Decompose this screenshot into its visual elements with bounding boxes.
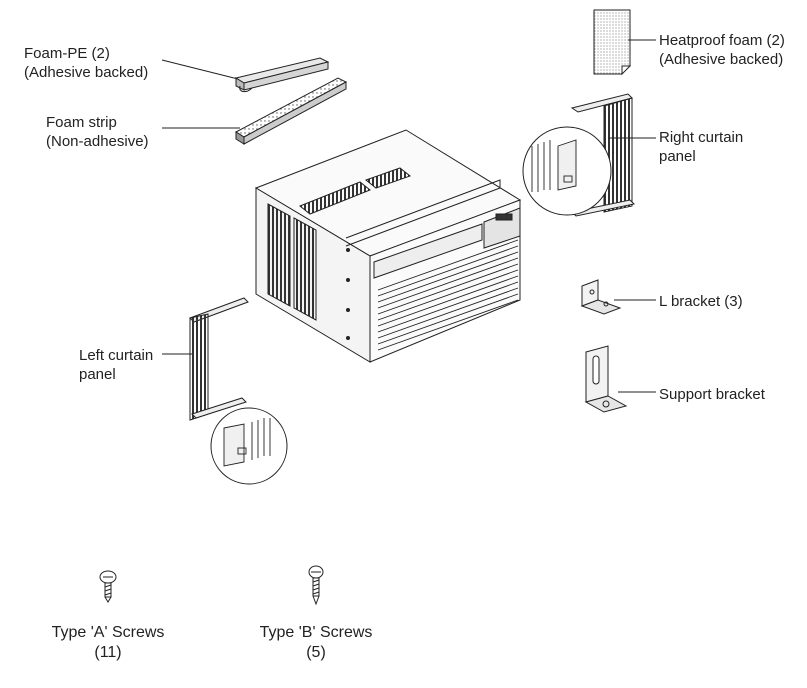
left-curtain-label-line1: Left curtain (79, 347, 154, 364)
right-curtain-label-line2: panel (659, 148, 696, 165)
foam-pe-label-line1: Foam-PE (2) (24, 45, 110, 62)
screw-a-label-line1: Type 'A' Screws (51, 624, 165, 641)
screw-a-label-line2: (11) (94, 644, 122, 661)
screw-b-label-line1: Type 'B' Screws (259, 624, 373, 641)
screw-a-label: Type 'A' Screws (11) (28, 623, 188, 663)
right-curtain-label: Right curtain panel (659, 128, 743, 166)
heatproof-foam-label: Heatproof foam (2) (Adhesive backed) (659, 31, 785, 69)
right-curtain-panel-illustration (522, 93, 636, 217)
support-bracket-label: Support bracket (659, 386, 765, 403)
foam-strip-illustration (234, 77, 348, 145)
heatproof-foam-label-line2: (Adhesive backed) (659, 51, 784, 68)
screw-b-label-line2: (5) (306, 644, 326, 661)
screw-b-label: Type 'B' Screws (5) (236, 623, 396, 663)
foam-pe-illustration (234, 57, 330, 93)
l-bracket-illustration (580, 279, 622, 315)
support-bracket-illustration (584, 345, 628, 413)
left-curtain-panel-illustration (189, 297, 288, 485)
left-curtain-label: Left curtain panel (79, 346, 153, 384)
left-curtain-label-line2: panel (79, 366, 116, 383)
foam-strip-label: Foam strip (Non-adhesive) (46, 113, 149, 151)
foam-pe-label-line2: (Adhesive backed) (24, 64, 149, 81)
screw-a-icon (99, 570, 117, 603)
air-conditioner-illustration (254, 129, 522, 363)
heatproof-foam-illustration (593, 9, 632, 76)
foam-strip-label-line1: Foam strip (46, 114, 117, 131)
right-curtain-label-line1: Right curtain (659, 129, 744, 146)
l-bracket-label: L bracket (3) (659, 293, 743, 310)
foam-pe-leader (161, 59, 239, 80)
screw-b-icon (308, 565, 324, 606)
foam-strip-label-line2: (Non-adhesive) (46, 133, 149, 150)
foam-pe-label: Foam-PE (2) (Adhesive backed) (24, 44, 148, 82)
heatproof-foam-label-line1: Heatproof foam (2) (659, 32, 785, 49)
